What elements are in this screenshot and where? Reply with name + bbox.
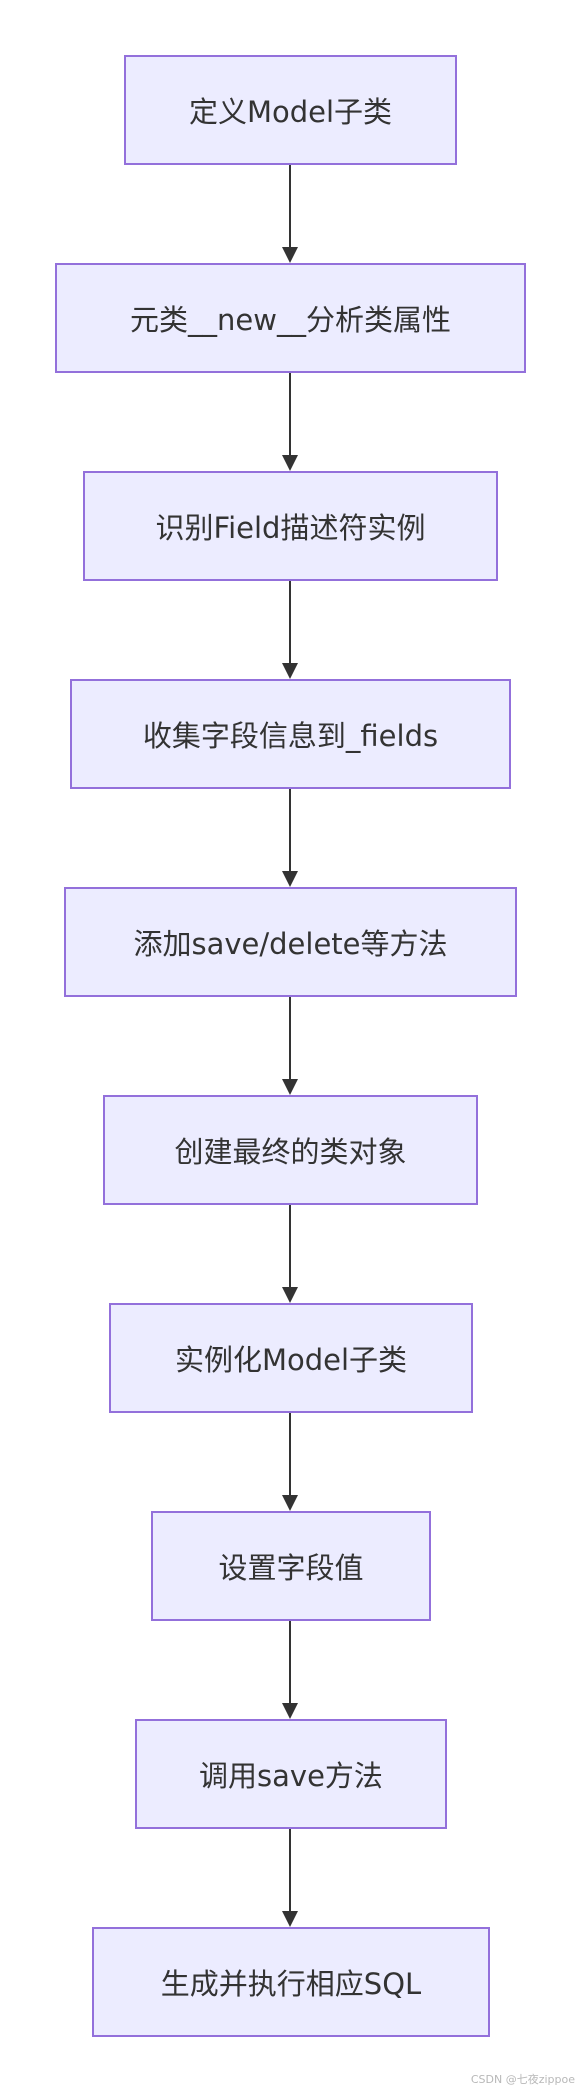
arrowhead-8-9 (282, 1703, 298, 1719)
arrowhead-1-2 (282, 247, 298, 263)
edge-8-9 (289, 1621, 291, 1706)
node-collect-fields: 收集字段信息到_fields (70, 679, 511, 789)
node-create-class-object: 创建最终的类对象 (103, 1095, 478, 1205)
arrowhead-5-6 (282, 1079, 298, 1095)
node-set-field-values: 设置字段值 (151, 1511, 431, 1621)
arrowhead-6-7 (282, 1287, 298, 1303)
edge-5-6 (289, 997, 291, 1082)
edge-6-7 (289, 1205, 291, 1290)
arrowhead-4-5 (282, 871, 298, 887)
node-add-methods: 添加save/delete等方法 (64, 887, 517, 997)
arrowhead-7-8 (282, 1495, 298, 1511)
arrowhead-2-3 (282, 455, 298, 471)
edge-4-5 (289, 789, 291, 874)
node-define-model-subclass: 定义Model子类 (124, 55, 457, 165)
edge-9-10 (289, 1829, 291, 1914)
node-generate-execute-sql: 生成并执行相应SQL (92, 1927, 490, 2037)
arrowhead-3-4 (282, 663, 298, 679)
edge-1-2 (289, 165, 291, 250)
node-call-save: 调用save方法 (135, 1719, 447, 1829)
node-metaclass-new: 元类__new__分析类属性 (55, 263, 526, 373)
watermark: CSDN @七夜zippoe (470, 2073, 575, 2086)
edge-3-4 (289, 581, 291, 666)
edge-2-3 (289, 373, 291, 458)
edge-7-8 (289, 1413, 291, 1498)
node-instantiate-model: 实例化Model子类 (109, 1303, 473, 1413)
node-identify-field-descriptors: 识别Field描述符实例 (83, 471, 498, 581)
arrowhead-9-10 (282, 1911, 298, 1927)
